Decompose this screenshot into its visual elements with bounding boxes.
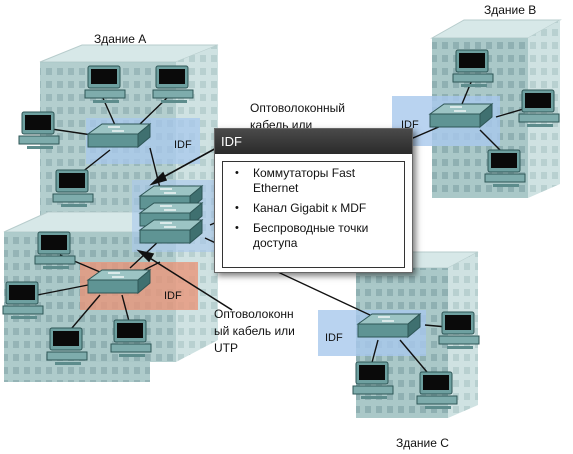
switch-b[interactable] [429, 103, 493, 128]
cable-label-top-line1: Оптоволоконный [250, 101, 345, 115]
switch-a-lower[interactable] [87, 269, 151, 294]
popup-list: Коммутаторы Fast Ethernet Канал Gigabit … [223, 162, 404, 251]
popup-item-fast-ethernet: Коммутаторы Fast Ethernet [235, 166, 404, 196]
popup-item-1-line2: Ethernet [253, 181, 299, 195]
pc-a-3[interactable] [18, 111, 60, 150]
cable-label-bottom-line3: UTP [214, 341, 238, 355]
popup-title: IDF [215, 129, 412, 154]
switch-c[interactable] [357, 313, 421, 338]
idf-info-popup: IDF Коммутаторы Fast Ethernet Канал Giga… [214, 128, 413, 273]
switch-stack-mdf[interactable] [139, 185, 203, 244]
idf-label-a-lower: IDF [164, 290, 182, 302]
pc-c-3[interactable] [416, 371, 458, 410]
cable-label-bottom-line2: ый кабель или [214, 324, 295, 338]
pc-c-2[interactable] [352, 361, 394, 400]
popup-item-3-line1: Беспроводные точки [253, 221, 369, 235]
pc-a-7[interactable] [46, 327, 88, 366]
building-b-label: Здание B [484, 3, 537, 17]
popup-item-2-line1: Канал Gigabit к MDF [253, 201, 367, 215]
pc-b-3[interactable] [484, 149, 526, 188]
pc-c-1[interactable] [438, 311, 480, 350]
pc-a-2[interactable] [152, 65, 194, 104]
pc-a-5[interactable] [34, 231, 76, 270]
building-a-label: Здание A [94, 32, 147, 46]
pc-a-1[interactable] [84, 65, 126, 104]
cable-label-bottom-line1: Оптоволоконн [214, 307, 294, 321]
pc-b-1[interactable] [452, 49, 494, 88]
popup-item-1-line1: Коммутаторы Fast [253, 166, 356, 180]
popup-body: Коммутаторы Fast Ethernet Канал Gigabit … [222, 161, 405, 268]
popup-item-3-line2: доступа [253, 236, 298, 250]
idf-label-a-upper: IDF [174, 139, 192, 151]
pc-b-2[interactable] [518, 89, 560, 128]
switch-a-upper[interactable] [87, 123, 151, 148]
cable-label-bottom: Оптоволоконн ый кабель или UTP [214, 306, 295, 357]
pc-a-4[interactable] [52, 169, 94, 208]
popup-item-gigabit: Канал Gigabit к MDF [235, 201, 404, 216]
pc-a-8[interactable] [110, 319, 152, 358]
pc-a-6[interactable] [2, 281, 44, 320]
idf-label-c: IDF [325, 332, 343, 344]
popup-item-wireless: Беспроводные точки доступа [235, 221, 404, 251]
building-c-label: Здание C [396, 436, 449, 450]
